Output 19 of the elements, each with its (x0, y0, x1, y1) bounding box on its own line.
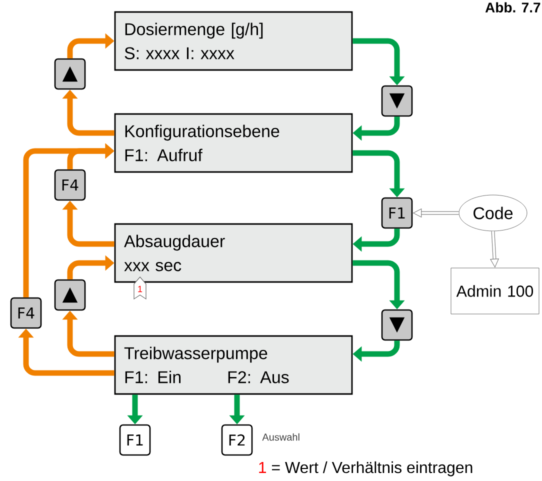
legend-note: = Wert / Verhältnis eintragen (272, 461, 472, 476)
key-button: ▲ (54, 58, 86, 90)
info-box: Admin 100 (450, 268, 540, 314)
key-button: F1 (381, 197, 413, 229)
key-button: F1 (119, 424, 151, 456)
display-box: Absaugdauer xxx sec (114, 223, 353, 283)
callout-number: 1 (259, 462, 266, 473)
display-box: Treibwasserpumpe F1: Ein F2: Aus (114, 335, 353, 395)
figure-number: Abb. 7.7 (485, 2, 540, 12)
key-button: ▲ (54, 279, 86, 311)
beside-text: Auswahl (262, 433, 300, 441)
key-button: F4 (54, 169, 86, 201)
display-box: Konfigurationsebene F1: Aufruf (114, 113, 353, 173)
key-button: ▼ (381, 85, 413, 117)
key-button: F2 (221, 424, 253, 456)
callout-flag: 1 (134, 276, 146, 300)
key-button: ▼ (381, 309, 413, 341)
key-button: F4 (10, 297, 42, 329)
display-box: Dosiermenge [g/h] S: xxxx I: xxxx (114, 11, 353, 71)
